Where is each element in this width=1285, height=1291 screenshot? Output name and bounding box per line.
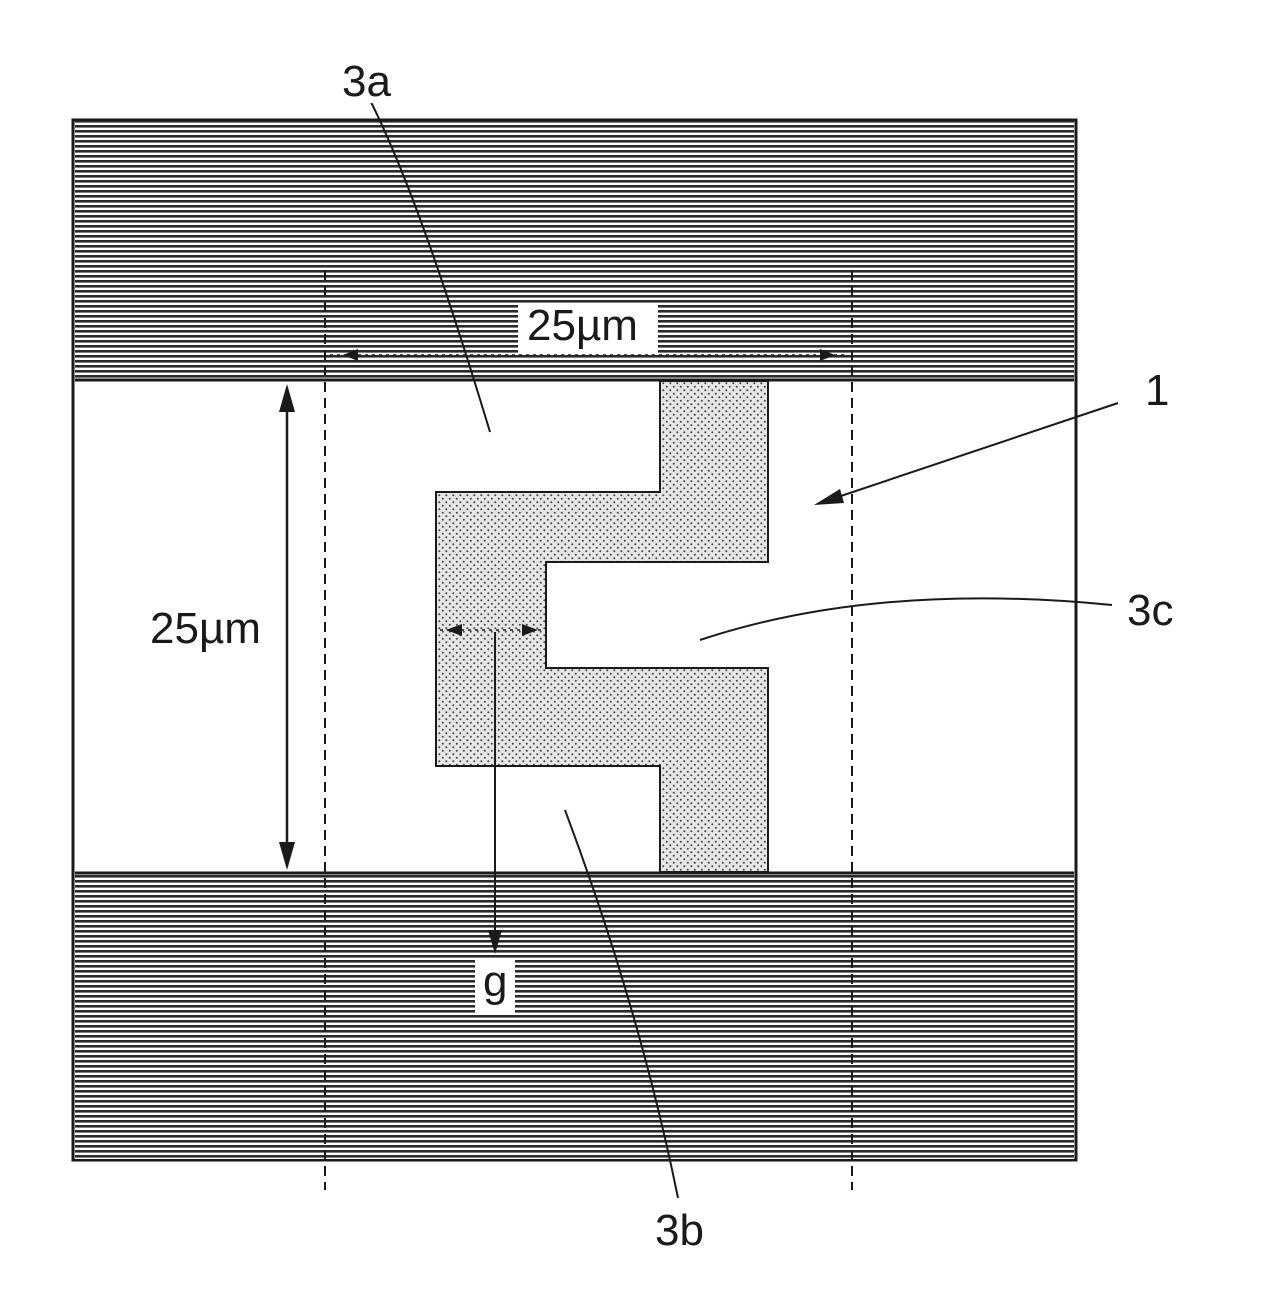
label-3b: 3b xyxy=(655,1206,704,1255)
gap-label: g xyxy=(483,957,507,1006)
label-1: 1 xyxy=(1145,366,1169,415)
label-3a: 3a xyxy=(342,57,391,106)
width-dimension-label: 25µm xyxy=(527,301,638,350)
height-dimension-label: 25µm xyxy=(150,604,261,653)
bottom-hatched-region xyxy=(75,874,1074,1159)
label-3c: 3c xyxy=(1127,586,1173,635)
